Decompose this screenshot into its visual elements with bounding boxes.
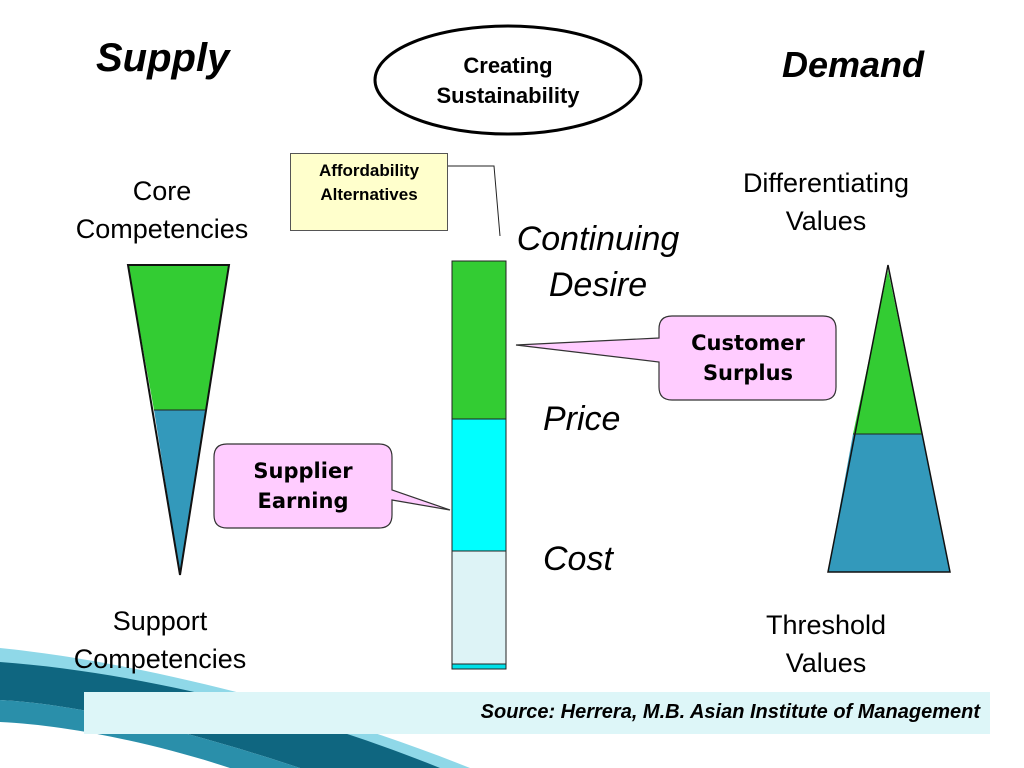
differentiating-values-line2: Values bbox=[785, 206, 867, 236]
price-label: Price bbox=[543, 400, 621, 438]
customer-surplus-text: Customer Surplus bbox=[662, 328, 834, 388]
source-citation: Source: Herrera, M.B. Asian Institute of… bbox=[480, 701, 980, 723]
supplier-earning-line2: Earning bbox=[257, 489, 349, 513]
customer-surplus-line1: Customer bbox=[691, 331, 805, 355]
customer-surplus-line2: Surplus bbox=[702, 361, 794, 385]
differentiating-values-label: Differentiating Values bbox=[704, 164, 948, 240]
sustainability-line1: Creating bbox=[463, 53, 553, 78]
threshold-values-label: Threshold Values bbox=[704, 606, 948, 682]
continuing-desire-line1: Continuing bbox=[516, 220, 680, 258]
supply-triangle-outline bbox=[126, 264, 231, 576]
support-competencies-line2: Competencies bbox=[73, 644, 247, 674]
core-competencies-line2: Competencies bbox=[75, 214, 249, 244]
demand-triangle-outline bbox=[827, 264, 951, 573]
demand-title: Demand bbox=[782, 44, 925, 85]
continuing-desire-line2: Desire bbox=[548, 266, 648, 304]
supplier-earning-text: Supplier Earning bbox=[216, 456, 390, 516]
core-competencies-label: Core Competencies bbox=[40, 172, 284, 248]
sustainability-label: Creating Sustainability bbox=[398, 51, 618, 111]
bar-segment-continuing-desire bbox=[451, 260, 507, 420]
support-competencies-label: Support Competencies bbox=[38, 602, 282, 678]
threshold-values-line2: Values bbox=[785, 648, 867, 678]
differentiating-values-line1: Differentiating bbox=[742, 168, 910, 198]
cost-label: Cost bbox=[543, 540, 613, 578]
supplier-earning-callout bbox=[213, 443, 451, 529]
affordability-connector bbox=[448, 165, 501, 237]
supply-triangle-teal bbox=[154, 410, 206, 575]
bar-segment-base bbox=[451, 663, 507, 670]
threshold-values-line1: Threshold bbox=[765, 610, 887, 640]
bar-segment-cost bbox=[451, 550, 507, 665]
sustainability-ellipse bbox=[373, 24, 643, 136]
demand-triangle-teal bbox=[828, 434, 950, 572]
demand-triangle-green bbox=[853, 270, 922, 434]
source-bar bbox=[84, 692, 990, 734]
continuing-desire-label: Continuing Desire bbox=[500, 216, 696, 308]
support-competencies-line1: Support bbox=[112, 606, 208, 636]
customer-surplus-callout bbox=[515, 315, 837, 401]
affordability-line2: Alternatives bbox=[320, 185, 418, 204]
bar-segment-price bbox=[451, 418, 507, 552]
core-competencies-line1: Core bbox=[132, 176, 192, 206]
supply-title: Supply bbox=[96, 36, 230, 80]
supply-triangle-green bbox=[128, 265, 229, 410]
supplier-earning-line1: Supplier bbox=[253, 459, 353, 483]
affordability-box: Affordability Alternatives bbox=[290, 153, 448, 231]
sustainability-line2: Sustainability bbox=[436, 83, 580, 108]
affordability-line1: Affordability bbox=[318, 161, 420, 180]
